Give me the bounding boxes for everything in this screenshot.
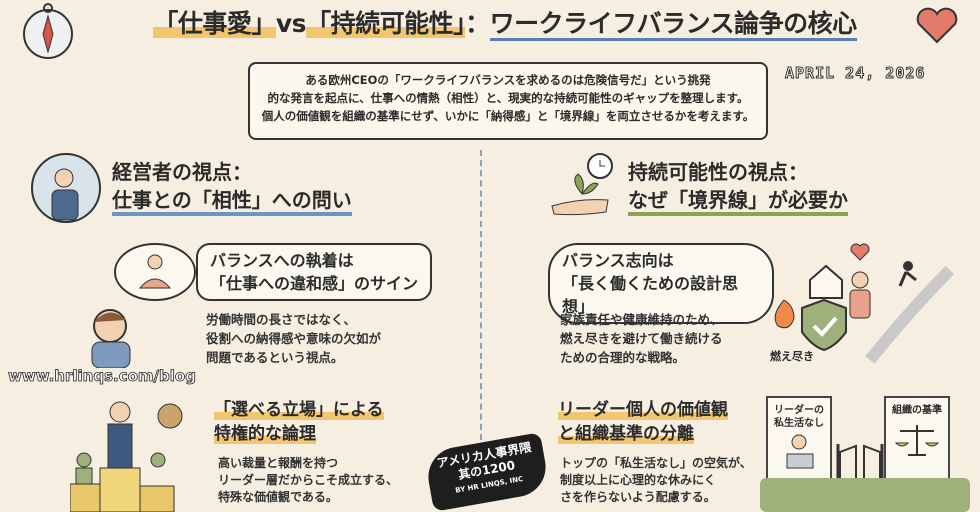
- body-line: 労働時間の長さではなく、: [206, 312, 357, 327]
- intro-banner: ある欧州CEOの「ワークライフバランスを求めるのは危険信号だ」という挑発 的な発…: [248, 62, 768, 140]
- left-heading: 経営者の視点： 仕事との「相性」への問い: [112, 158, 352, 216]
- heart-icon: [916, 7, 958, 44]
- right-bubble-line: 「長く働くための設計思想」: [562, 274, 739, 316]
- grass-ground: [760, 478, 970, 512]
- compass-icon: [23, 3, 73, 59]
- left-bubble: バランスへの執着は「仕事への違和感」のサイン: [196, 243, 432, 301]
- house-icon: [809, 264, 843, 299]
- right-bubble: バランス志向は「長く働くための設計思想」: [548, 243, 774, 324]
- body-line: 家族責任や健康維持のため、: [560, 312, 723, 327]
- card-title: 組織の基準: [892, 405, 942, 416]
- card-line: リーダーの: [774, 405, 824, 416]
- leader-no-private-life-card: リーダーの私生活なし: [766, 396, 832, 480]
- blog-url[interactable]: www.hrlinqs.com/blog: [8, 367, 197, 386]
- card-line: 私生活なし: [774, 418, 824, 429]
- heart-icon: [850, 243, 870, 261]
- left-bubble-line: 「仕事への違和感」のサイン: [210, 274, 419, 293]
- title-sep: ：: [465, 9, 490, 38]
- right-subheading-line: と組織基準の分離: [558, 424, 694, 444]
- balance-life-illustration: [774, 243, 955, 364]
- worried-man-icon: [91, 309, 131, 368]
- leader-on-podium-icon: [70, 401, 183, 512]
- left-heading-line: 仕事との「相性」への問い: [112, 188, 352, 216]
- body-line: さを作らないよう配慮する。: [560, 490, 716, 504]
- body-line: 特殊な価値観である。: [218, 490, 338, 504]
- left-subheading-line: 特権的な論理: [214, 424, 316, 444]
- intro-line: ある欧州CEOの「ワークライフバランスを求めるのは危険信号だ」という挑発: [305, 73, 711, 87]
- right-heading: 持続可能性の視点： なぜ「境界線」が必要か: [628, 158, 848, 216]
- body-line: 役割への納得感や意味の欠如が: [206, 331, 382, 346]
- title-part3: ワークライフバランス論争の核心: [489, 9, 857, 41]
- right-subheading-line: リーダー個人の価値観: [558, 400, 728, 420]
- title-vs: vs: [275, 9, 307, 38]
- body-line: ための合理的な戦略。: [560, 350, 686, 365]
- burnout-label: 燃え尽き: [770, 350, 814, 363]
- right-body: 家族責任や健康維持のため、燃え尽きを避けて働き続けるための合理的な戦略。: [560, 310, 723, 367]
- body-line: 燃え尽きを避けて働き続ける: [560, 331, 723, 346]
- title-part1: 「仕事愛」: [153, 9, 276, 38]
- body-line: 高い裁量と報酬を持つ: [218, 456, 339, 470]
- left-heading-line: 経営者の視点：: [112, 160, 252, 184]
- runner-icon: [903, 261, 913, 271]
- shield-icon: [801, 298, 847, 352]
- divider: [480, 150, 500, 440]
- right-bubble-line: バランス志向は: [562, 251, 674, 270]
- page-title: 「仕事愛」vs「持続可能性」：ワークライフバランス論争の核心: [95, 4, 915, 41]
- scale-icon: [894, 425, 940, 456]
- left-bubble-line: バランスへの執着は: [210, 251, 354, 270]
- left-subbody: 高い裁量と報酬を持つリーダー層だからこそ成立する、特殊な価値観である。: [218, 455, 398, 506]
- intro-line: 的な発言を起点に、仕事への情熱（相性）と、現実的な持続可能性のギャップを整理しま…: [267, 91, 749, 105]
- title-part2: 「持続可能性」: [306, 9, 466, 38]
- leader-looking-icon: [31, 153, 101, 223]
- flame-icon: [774, 299, 795, 329]
- body-line: トップの「私生活なし」の空気が、: [560, 456, 752, 470]
- right-heading-line: なぜ「境界線」が必要か: [628, 188, 848, 216]
- left-subheading: 「選べる立場」による特権的な論理: [214, 398, 384, 446]
- left-subheading-line: 「選べる立場」による: [214, 400, 384, 420]
- organization-standard-card: 組織の基準: [884, 396, 950, 480]
- right-subbody: トップの「私生活なし」の空気が、制度以上に心理的な休みにくさを作らないよう配慮す…: [560, 455, 752, 506]
- body-line: 問題であるという視点。: [206, 350, 344, 365]
- intro-line: 個人の価値観を組織の基準にせず、いかに「納得感」と「境界線」を両立させるかを考え…: [261, 109, 755, 123]
- woman-laptop-icon: [786, 434, 814, 469]
- plant-clock-icon: [551, 153, 613, 216]
- body-line: リーダー層だからこそ成立する、: [218, 473, 399, 487]
- date-label: APRIL 24, 2026: [784, 64, 926, 83]
- right-heading-line: 持続可能性の視点：: [628, 160, 808, 184]
- meditation-thought-icon: [114, 243, 196, 301]
- left-body: 労働時間の長さではなく、役割への納得感や意味の欠如が問題であるという視点。: [206, 310, 381, 367]
- body-line: 制度以上に心理的な休みにく: [560, 473, 716, 487]
- right-subheading: リーダー個人の価値観と組織基準の分離: [558, 398, 728, 446]
